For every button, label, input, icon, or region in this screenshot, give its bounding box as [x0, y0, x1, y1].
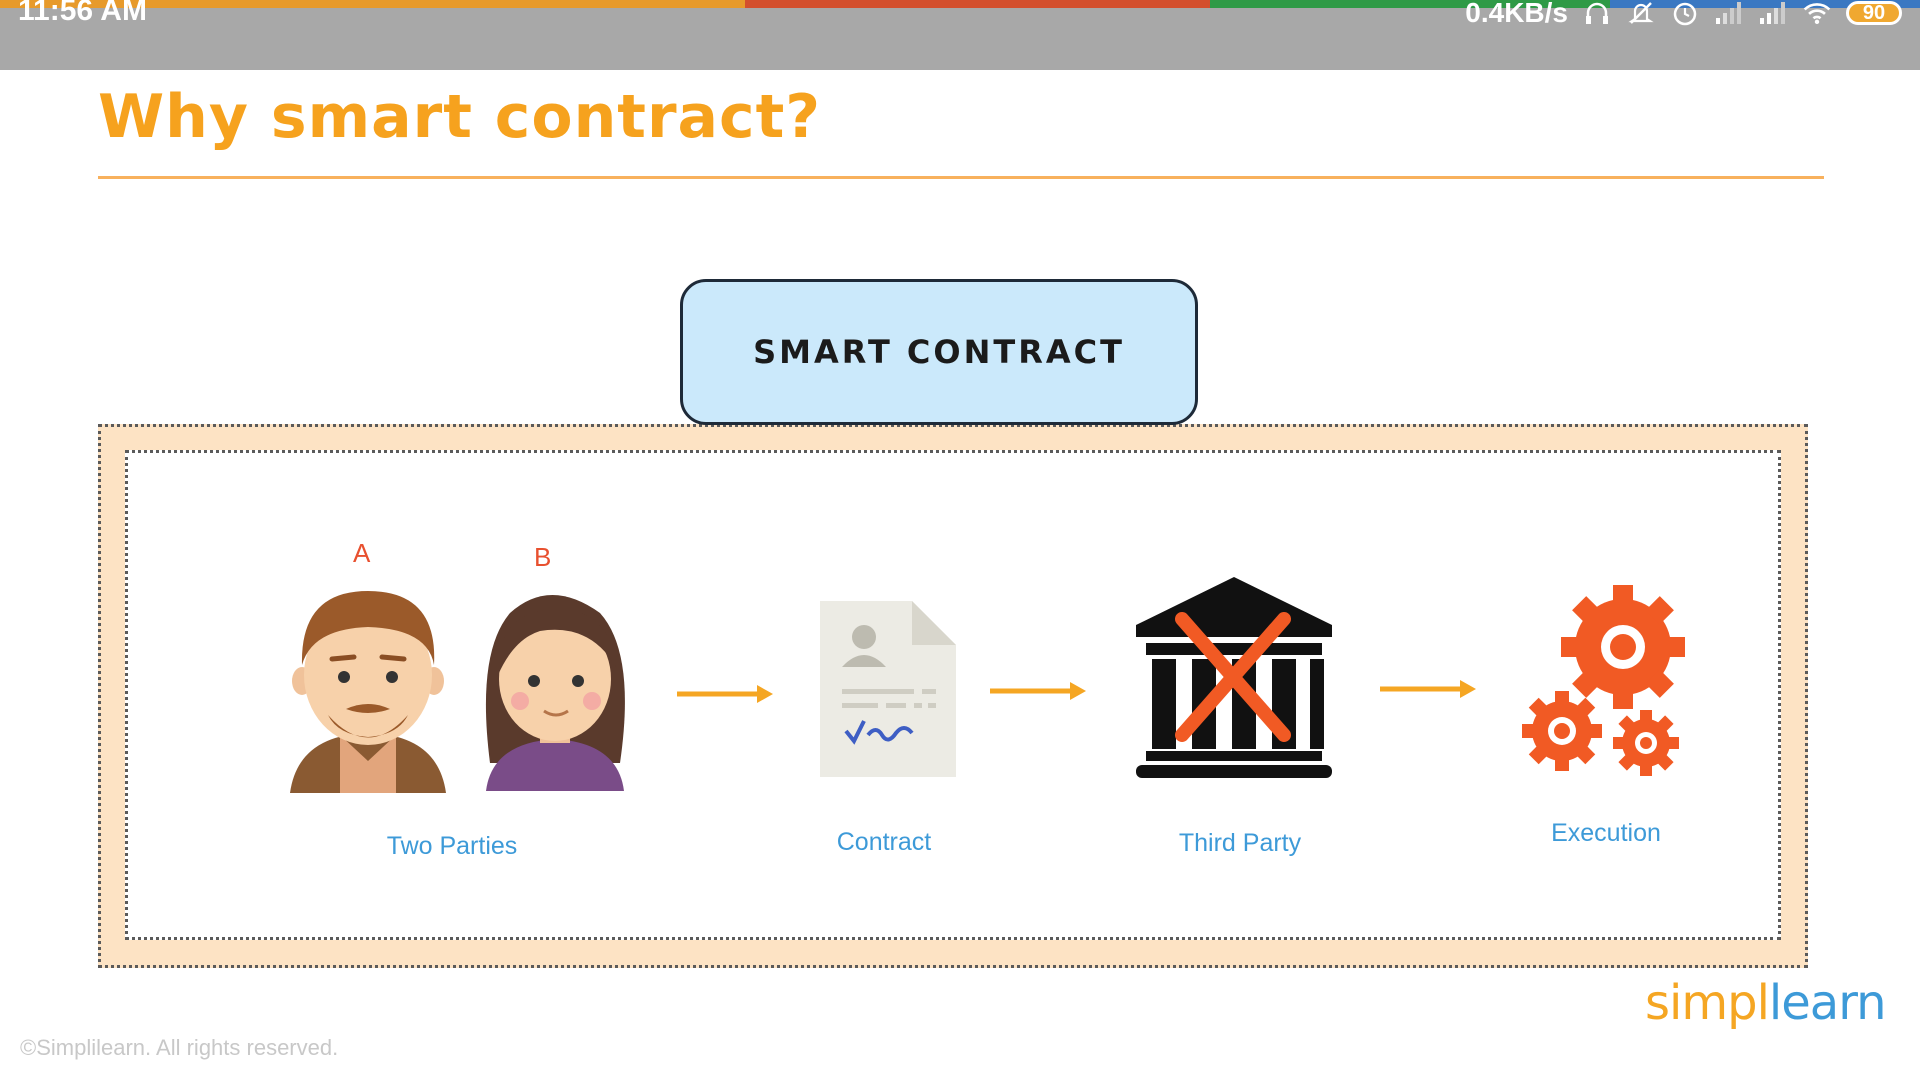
logo-part-learn: learn	[1768, 975, 1887, 1031]
simplilearn-logo: simpllearn	[1645, 975, 1886, 1031]
status-icons: 0.4KB/s 90	[1465, 0, 1902, 30]
signal-icon	[1714, 0, 1744, 28]
caption-third-party: Third Party	[1178, 829, 1302, 857]
slide-title: Why smart contract?	[98, 82, 822, 152]
mute-icon	[1626, 0, 1656, 28]
wifi-icon	[1802, 0, 1832, 28]
party-b-label: B	[534, 542, 552, 572]
smart-contract-box: SMART CONTRACT	[680, 279, 1198, 425]
alarm-icon	[1670, 0, 1700, 28]
person-b-icon	[470, 583, 640, 798]
arrow-right-icon	[675, 682, 775, 711]
battery-icon: 90	[1846, 1, 1902, 25]
arrow-right-icon	[988, 679, 1088, 708]
logo-part-simpl: simpl	[1645, 975, 1770, 1031]
crossed-bank-icon	[1132, 575, 1337, 785]
gears-icon	[1520, 583, 1685, 788]
caption-two-parties: Two Parties	[386, 832, 518, 860]
copyright-text: ©Simplilearn. All rights reserved.	[20, 1035, 339, 1060]
signal-icon	[1758, 0, 1788, 28]
person-a-icon	[288, 585, 448, 800]
headphones-icon	[1582, 0, 1612, 28]
color-strip	[0, 0, 1920, 8]
title-divider	[98, 176, 1824, 179]
caption-execution: Execution	[1551, 819, 1661, 847]
party-a-label: A	[353, 538, 371, 568]
arrow-right-icon	[1378, 677, 1478, 706]
document-icon	[818, 599, 958, 784]
caption-contract: Contract	[836, 828, 932, 856]
network-speed: 0.4KB/s	[1465, 0, 1568, 28]
smart-contract-label: SMART CONTRACT	[753, 333, 1125, 371]
clock: 11:56 AM	[18, 0, 147, 27]
status-bar: 11:56 AM 0.4KB/s 90	[0, 0, 1920, 70]
